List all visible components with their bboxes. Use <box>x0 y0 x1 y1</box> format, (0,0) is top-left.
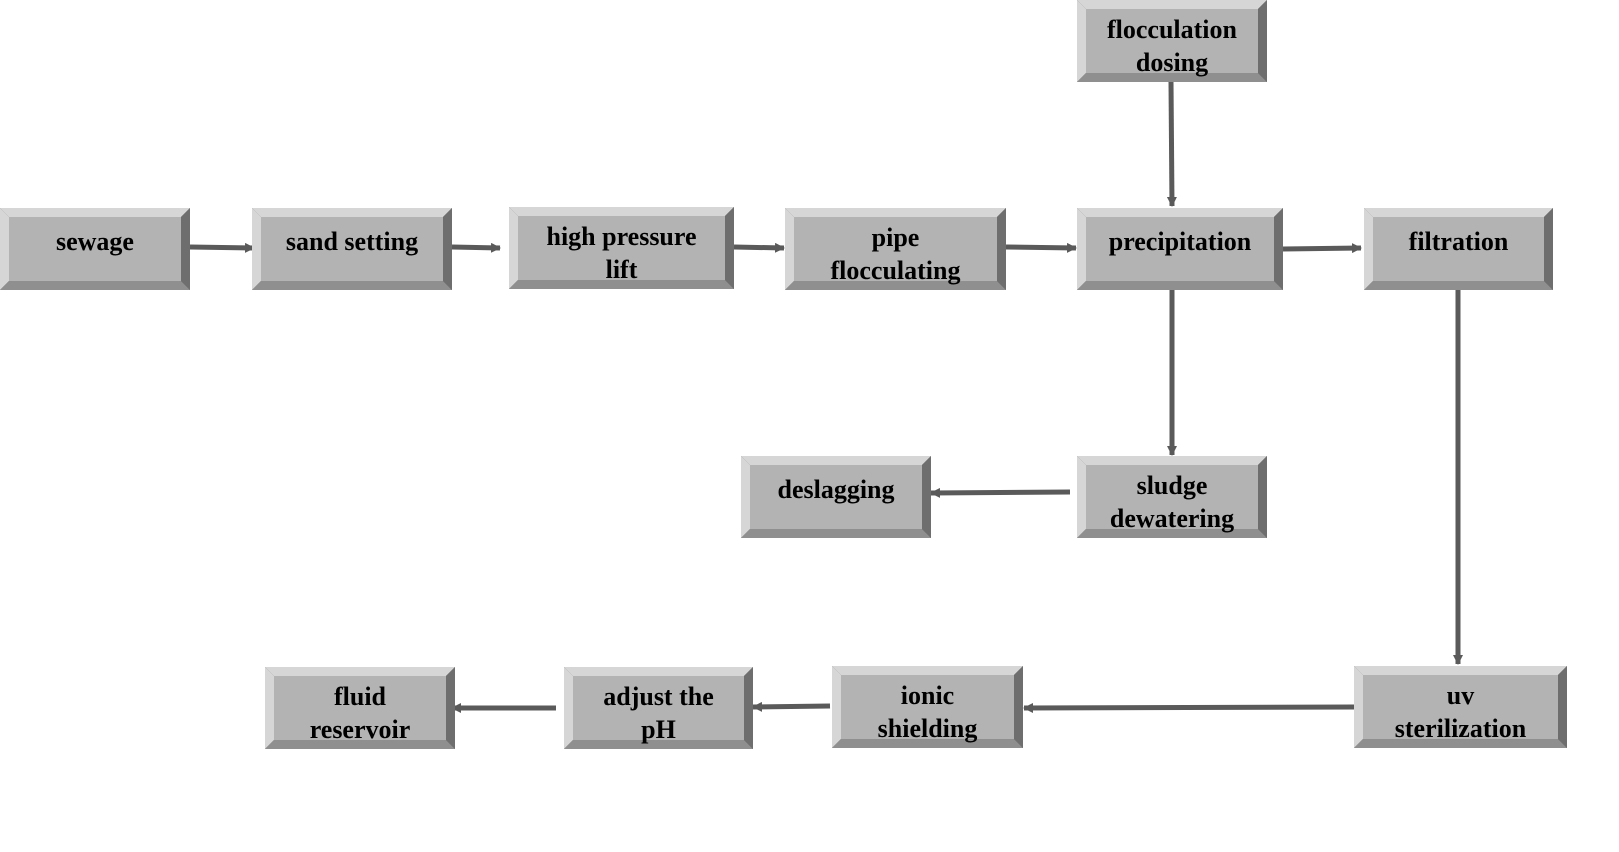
arrow-sand-setting-to-high-pressure-lift <box>451 242 501 253</box>
arrow-precipitation-to-filtration <box>1282 243 1362 254</box>
box-label-pipe-flocculating-line-1: pipe <box>872 223 920 252</box>
box-adjust-the-ph: adjust the pH <box>564 667 753 749</box>
arrow-sewage-to-sand-setting <box>189 242 255 253</box>
box-ionic-shielding: ionic shielding <box>832 666 1023 748</box>
box-label-fluid-reservoir-line-1: fluid <box>334 682 387 711</box>
box-flocculation-dosing: flocculation dosing <box>1077 0 1267 82</box>
box-deslagging: deslagging <box>741 456 931 538</box>
box-filtration: filtration <box>1364 208 1553 290</box>
box-sludge-dewatering: sludge dewatering <box>1077 456 1267 538</box>
box-sand-setting: sand setting <box>252 208 452 290</box>
box-pipe-flocculating: pipe flocculating <box>785 208 1006 290</box>
box-high-pressure-lift: high pressure lift <box>509 207 734 289</box>
box-label-uv-sterilization-line-2: sterilization <box>1395 714 1527 743</box>
box-label-sand-setting-line-1: sand setting <box>286 227 418 256</box>
box-label-adjust-the-ph-line-2: pH <box>641 715 676 744</box>
box-sewage: sewage <box>0 208 190 290</box>
arrow-pipe-flocculating-to-precipitation <box>1005 242 1077 253</box>
boxes-layer: sewage sand setting high pressure lift pipe f… <box>0 0 1567 749</box>
box-label-filtration-line-1: filtration <box>1409 227 1509 256</box>
arrow-flocculation-dosing-to-precipitation <box>1166 81 1177 207</box>
box-label-sludge-dewatering-line-1: sludge <box>1137 471 1208 500</box>
box-label-flocculation-dosing-line-2: dosing <box>1136 48 1208 77</box>
box-label-deslagging-line-1: deslagging <box>777 475 894 504</box>
arrow-high-pressure-lift-to-pipe-flocculating <box>733 242 785 253</box>
box-uv-sterilization: uv sterilization <box>1354 666 1567 748</box>
box-precipitation: precipitation <box>1077 208 1283 290</box>
arrow-uv-sterilization-to-ionic-shielding <box>1023 702 1355 713</box>
box-label-high-pressure-lift-line-1: high pressure <box>546 222 696 251</box>
box-label-fluid-reservoir-line-2: reservoir <box>310 715 411 744</box>
box-label-pipe-flocculating-line-2: flocculating <box>831 256 961 285</box>
box-label-adjust-the-ph-line-1: adjust the <box>603 682 714 711</box>
box-label-precipitation-line-1: precipitation <box>1109 227 1252 256</box>
box-fluid-reservoir: fluid reservoir <box>265 667 455 749</box>
arrows-layer <box>189 81 1463 713</box>
arrow-sludge-dewatering-to-deslagging <box>930 487 1071 498</box>
box-label-ionic-shielding-line-1: ionic <box>901 681 954 710</box>
box-label-high-pressure-lift-line-2: lift <box>606 255 638 284</box>
box-label-sewage-line-1: sewage <box>56 227 134 256</box>
box-label-flocculation-dosing-line-1: flocculation <box>1107 15 1238 44</box>
arrow-ionic-shielding-to-adjust-the-ph <box>752 701 831 712</box>
box-label-uv-sterilization-line-1: uv <box>1447 681 1474 710</box>
box-label-ionic-shielding-line-2: shielding <box>878 714 978 743</box>
box-label-sludge-dewatering-line-2: dewatering <box>1110 504 1234 533</box>
